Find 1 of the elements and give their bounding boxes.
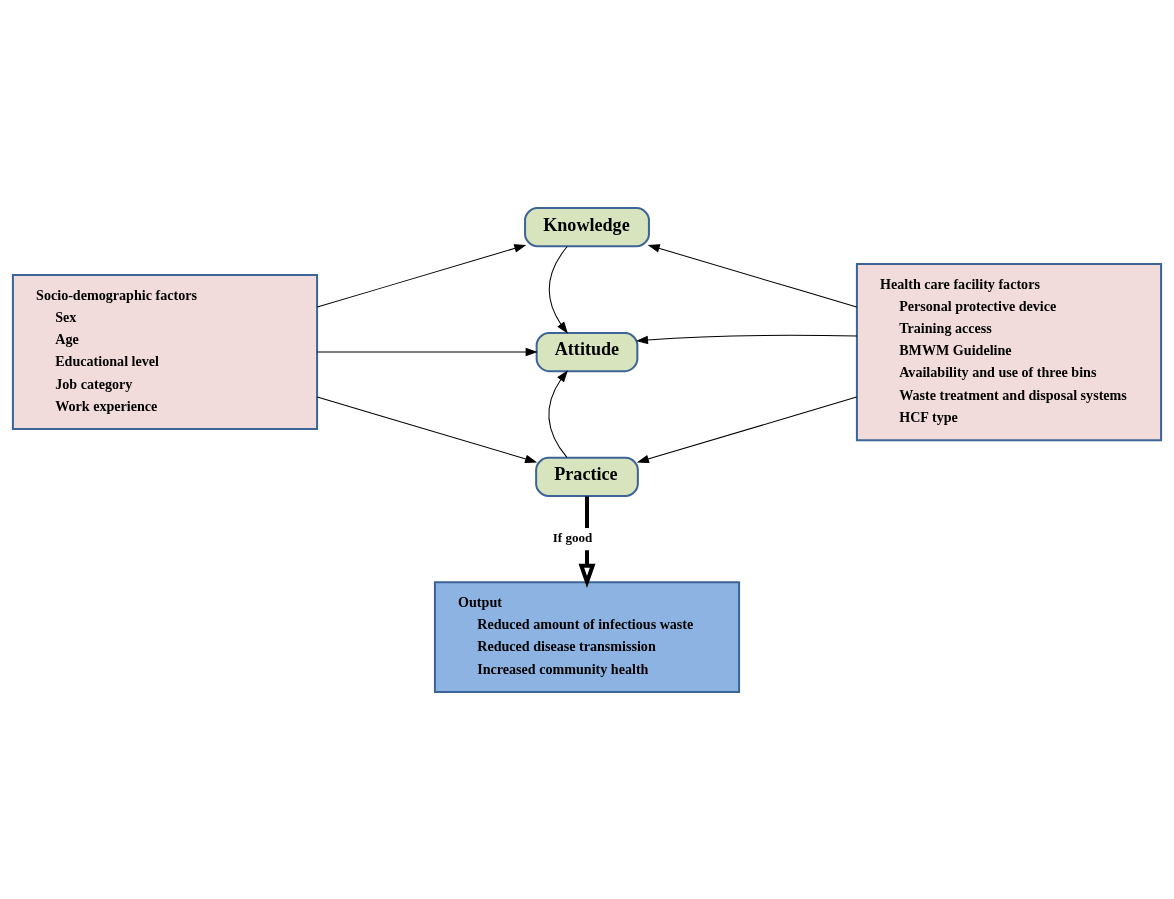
edge-label: If good: [552, 529, 593, 545]
